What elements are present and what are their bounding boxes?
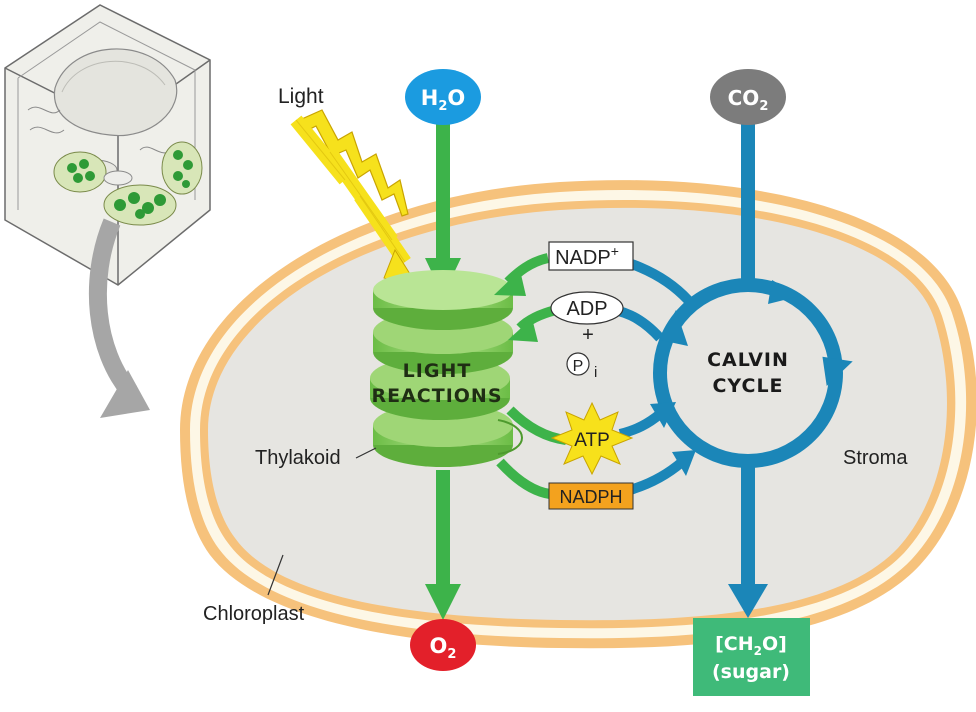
atp-star: ATP <box>550 401 634 476</box>
svg-text:[CH2O]: [CH2O] <box>715 633 787 658</box>
plant-cell-illustration <box>4 4 211 286</box>
svg-text:i: i <box>594 364 597 381</box>
svg-text:NADP+: NADP+ <box>555 243 619 269</box>
calvin-cycle-label-line2: CYCLE <box>712 375 783 397</box>
svg-text:NADPH: NADPH <box>559 487 622 507</box>
chloroplast-leader <box>267 554 284 596</box>
nadph-out-green <box>496 458 551 499</box>
cell-chloroplast <box>103 184 177 226</box>
cell-chloroplast <box>53 151 107 193</box>
svg-text:H2O: H2O <box>421 86 465 114</box>
svg-text:ATP: ATP <box>574 430 610 451</box>
nadph-out-blue <box>628 458 686 495</box>
phosphate-pi: P i <box>566 352 597 381</box>
svg-text:ADP: ADP <box>566 298 607 320</box>
sugar-arrowhead <box>728 584 768 618</box>
nadp-plus-box: NADP+ <box>548 241 634 271</box>
svg-text:(sugar): (sugar) <box>712 661 790 683</box>
sugar-node: [CH2O] (sugar) <box>693 618 810 696</box>
lightning-bolt <box>294 109 409 217</box>
zoom-arrow <box>88 218 150 418</box>
svg-text:P: P <box>573 358 584 375</box>
calvin-cycle-label-line1: CALVIN <box>707 349 789 371</box>
h2o-node: H2O <box>405 69 481 125</box>
svg-text:CO2: CO2 <box>728 86 769 114</box>
nadph-box: NADPH <box>548 482 634 510</box>
o2-arrowhead <box>425 584 461 620</box>
atp-out-blue <box>618 410 664 439</box>
svg-text:O2: O2 <box>430 634 457 662</box>
thylakoid-label: Thylakoid <box>255 447 341 469</box>
light-reactions-label-line2: REACTIONS <box>371 385 502 407</box>
thylakoid-stack <box>370 270 523 467</box>
o2-node: O2 <box>410 619 476 671</box>
light-label: Light <box>278 85 324 108</box>
chloroplast-label: Chloroplast <box>203 603 305 625</box>
cell-chloroplast <box>161 141 203 195</box>
co2-node: CO2 <box>710 69 786 125</box>
light-reactions-label-line1: LIGHT <box>403 360 472 382</box>
thylakoid-leader <box>355 447 377 459</box>
adp-oval: ADP <box>550 291 624 325</box>
plus-sign: + <box>582 324 594 346</box>
stroma-label: Stroma <box>843 447 908 469</box>
